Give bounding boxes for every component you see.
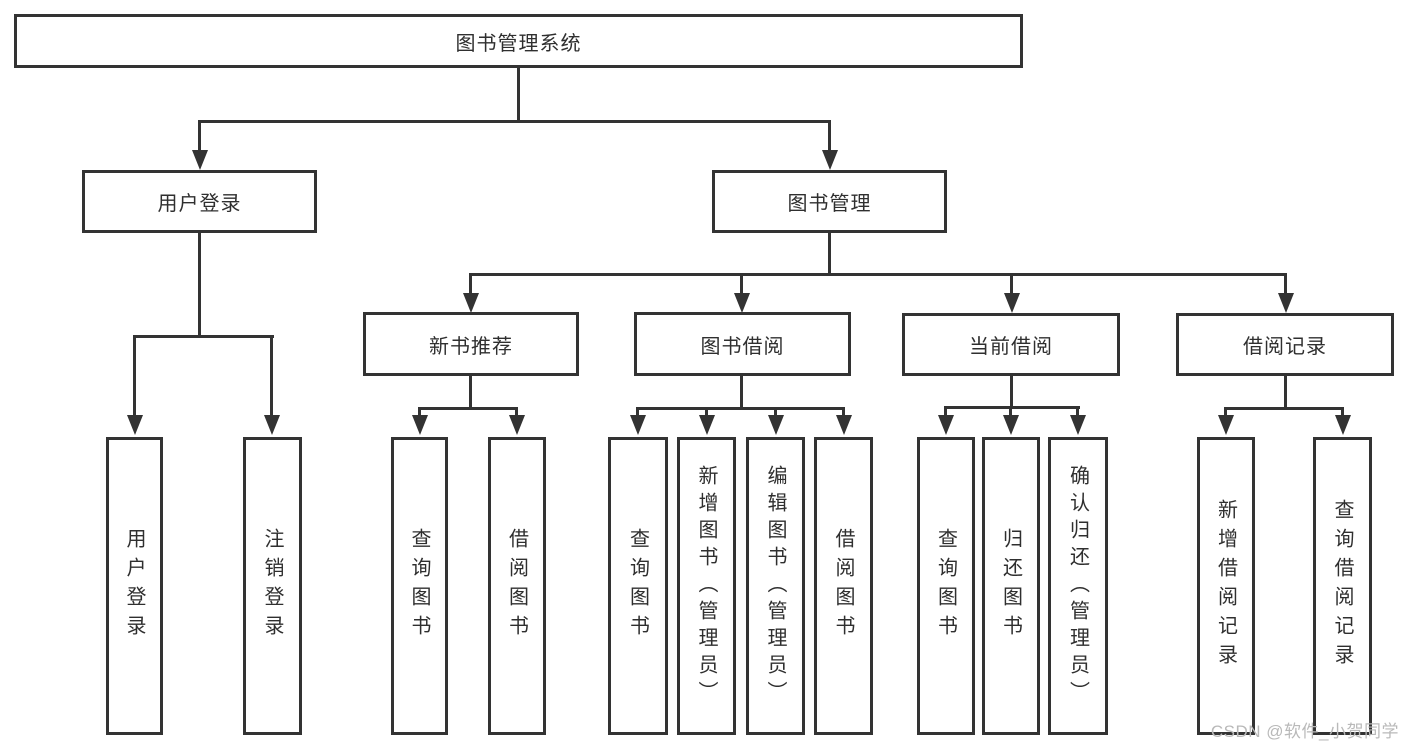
- connector-book-mgmt-arm-2: [740, 273, 743, 295]
- leaf-nb-borrow-books-label: 借阅图书: [505, 528, 528, 644]
- node-current-borrowing-label: 当前借阅: [969, 336, 1053, 358]
- connector-book-borrowing-arm-1: [636, 407, 639, 417]
- arrow-down-icon: [1218, 415, 1234, 435]
- node-borrowing-records-label: 借阅记录: [1243, 336, 1327, 358]
- connector-borrowing-records-arm-1: [1224, 407, 1227, 417]
- leaf-nb-query-books-label: 查询图书: [408, 528, 430, 644]
- connector-current-borrowing-arm-2: [1009, 406, 1012, 417]
- watermark: CSDN @软件_小贺同学: [1210, 722, 1399, 741]
- leaf-nb-query-books: 查询图书: [391, 437, 448, 735]
- node-book-management: 图书管理: [712, 170, 947, 233]
- leaf-br-query-record: 查询借阅记录: [1313, 437, 1372, 735]
- connector-book-mgmt-arm-3: [1010, 273, 1013, 295]
- arrow-down-icon: [1278, 293, 1294, 313]
- connector-current-borrowing-arm-1: [944, 406, 947, 417]
- leaf-br-add-record-label: 新增借阅记录: [1214, 499, 1237, 673]
- arrow-down-icon: [822, 150, 838, 170]
- leaf-logout: 注销登录: [243, 437, 302, 735]
- leaf-cb-query-books-label: 查询图书: [934, 528, 957, 644]
- leaf-user-login: 用户登录: [106, 437, 163, 735]
- arrow-down-icon: [1335, 415, 1351, 435]
- arrow-down-icon: [463, 293, 479, 313]
- node-book-management-label: 图书管理: [787, 193, 872, 215]
- node-new-book-recommend-label: 新书推荐: [429, 335, 513, 358]
- leaf-br-add-record: 新增借阅记录: [1197, 437, 1255, 735]
- node-book-borrowing-label: 图书借阅: [700, 335, 785, 358]
- leaf-user-login-label: 用户登录: [123, 528, 145, 644]
- leaf-bb-borrow-books: 借阅图书: [814, 437, 873, 735]
- arrow-down-icon: [412, 415, 428, 435]
- leaf-bb-query-books: 查询图书: [608, 437, 668, 735]
- arrow-down-icon: [509, 415, 525, 435]
- connector-user-login-hline: [133, 335, 274, 338]
- connector-book-borrowing-stem: [740, 376, 743, 407]
- leaf-cb-return-books-label: 归还图书: [999, 528, 1022, 644]
- connector-new-book-arm-1: [418, 407, 421, 417]
- arrow-down-icon: [836, 415, 852, 435]
- leaf-br-query-record-label: 查询借阅记录: [1331, 499, 1353, 673]
- connector-user-login-arm-left: [133, 335, 136, 415]
- arrow-down-icon: [699, 415, 715, 435]
- connector-borrowing-records-stem: [1284, 376, 1287, 407]
- leaf-cb-confirm-return-label: 确认归还（管理员）: [1066, 464, 1089, 708]
- arrow-down-icon: [264, 415, 280, 435]
- connector-book-borrowing-arm-2: [705, 407, 708, 417]
- connector-book-borrowing-hline: [636, 407, 845, 410]
- connector-book-borrowing-arm-4: [842, 407, 845, 417]
- node-user-login: 用户登录: [82, 170, 317, 233]
- connector-borrowing-records-hline: [1224, 407, 1344, 410]
- connector-current-borrowing-arm-3: [1076, 406, 1079, 417]
- node-current-borrowing: 当前借阅: [902, 313, 1120, 376]
- node-root-label: 图书管理系统: [455, 32, 582, 55]
- connector-root-stem: [517, 68, 520, 120]
- connector-new-book-hline: [418, 407, 518, 410]
- leaf-logout-label: 注销登录: [261, 528, 283, 644]
- leaf-bb-add-books: 新增图书（管理员）: [677, 437, 736, 735]
- connector-borrowing-records-arm-2: [1341, 407, 1344, 417]
- connector-root-hline: [198, 120, 831, 123]
- leaf-bb-query-books-label: 查询图书: [626, 528, 649, 644]
- leaf-bb-borrow-books-label: 借阅图书: [832, 528, 854, 644]
- leaf-bb-edit-books-label: 编辑图书（管理员）: [764, 464, 786, 708]
- node-new-book-recommend: 新书推荐: [363, 312, 579, 376]
- node-borrowing-records: 借阅记录: [1176, 313, 1394, 376]
- connector-new-book-arm-2: [515, 407, 518, 417]
- connector-book-mgmt-arm-4: [1284, 273, 1287, 295]
- leaf-bb-edit-books: 编辑图书（管理员）: [746, 437, 805, 735]
- connector-user-login-stem: [198, 233, 201, 335]
- arrow-down-icon: [127, 415, 143, 435]
- connector-root-arm-left: [198, 120, 201, 153]
- leaf-bb-add-books-label: 新增图书（管理员）: [695, 464, 717, 708]
- connector-current-borrowing-hline: [944, 406, 1080, 409]
- node-root: 图书管理系统: [14, 14, 1023, 68]
- node-user-login-label: 用户登录: [157, 193, 242, 215]
- connector-book-mgmt-hline: [469, 273, 1286, 276]
- leaf-nb-borrow-books: 借阅图书: [488, 437, 546, 735]
- connector-book-mgmt-arm-1: [469, 273, 472, 295]
- connector-new-book-stem: [469, 376, 472, 407]
- node-book-borrowing: 图书借阅: [634, 312, 851, 376]
- connector-book-borrowing-arm-3: [774, 407, 777, 417]
- connector-root-arm-right: [828, 120, 831, 153]
- connector-current-borrowing-stem: [1010, 376, 1013, 406]
- leaf-cb-confirm-return: 确认归还（管理员）: [1048, 437, 1108, 735]
- arrow-down-icon: [1003, 415, 1019, 435]
- arrow-down-icon: [734, 293, 750, 313]
- connector-book-mgmt-stem: [828, 233, 831, 273]
- leaf-cb-query-books: 查询图书: [917, 437, 975, 735]
- arrow-down-icon: [192, 150, 208, 170]
- leaf-cb-return-books: 归还图书: [982, 437, 1040, 735]
- arrow-down-icon: [1004, 293, 1020, 313]
- arrow-down-icon: [630, 415, 646, 435]
- arrow-down-icon: [768, 415, 784, 435]
- connector-user-login-arm-right: [270, 335, 273, 415]
- arrow-down-icon: [938, 415, 954, 435]
- arrow-down-icon: [1070, 415, 1086, 435]
